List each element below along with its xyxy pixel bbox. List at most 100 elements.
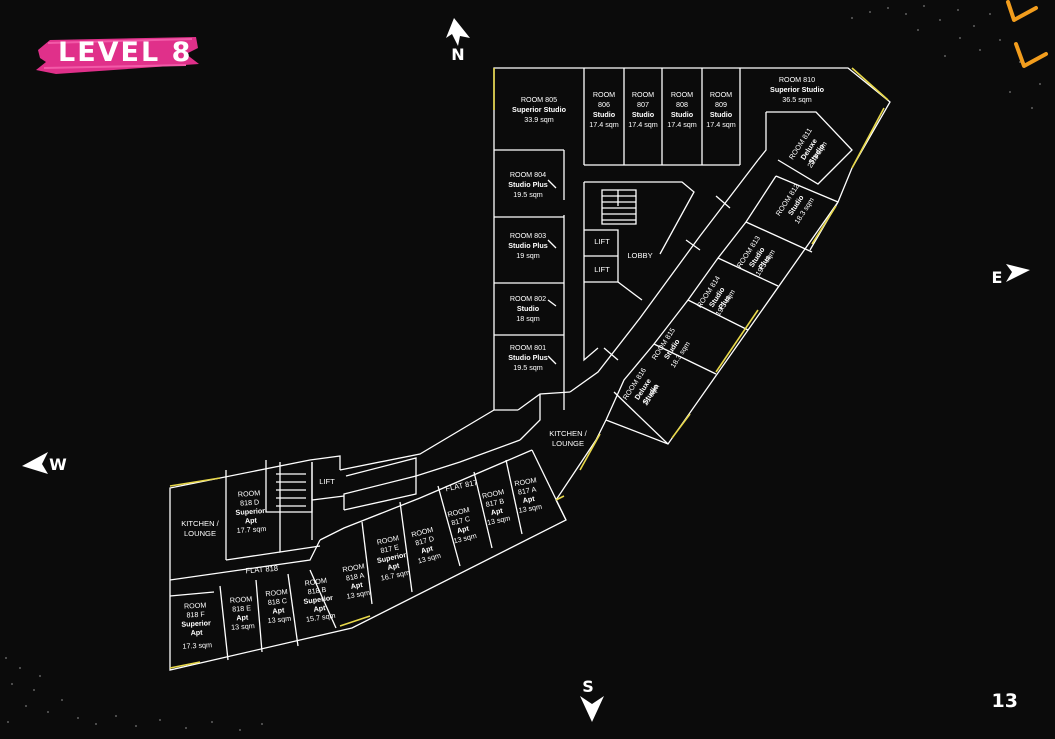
room-808-name: ROOM [671, 90, 693, 99]
room-818c-label: ROOM 818 C Apt 13 sqm [265, 587, 292, 625]
room-805-type: Superior Studio [512, 105, 567, 114]
room-labels: ROOM 805 Superior Studio 33.9 sqm ROOM 8… [181, 75, 829, 651]
page-number: 13 [991, 690, 1018, 712]
room-817c-label: ROOM 817 C Apt 13 sqm [447, 505, 478, 545]
facade-accents [169, 67, 889, 669]
room-818d-name: ROOM [238, 488, 261, 499]
room-818a-type: Apt [350, 580, 364, 591]
room-804-type: Studio Plus [508, 180, 548, 189]
compass-south: S [582, 677, 594, 696]
room-817b-type: Apt [490, 506, 504, 517]
room-817a-area: 13 sqm [518, 502, 543, 515]
room-806-name: ROOM [593, 90, 615, 99]
room-818c-num: 818 C [267, 596, 287, 607]
room-818f-name: ROOM [184, 600, 207, 610]
room-818d-area: 17.7 sqm [236, 524, 266, 535]
room-806-type: Studio [593, 110, 616, 119]
room-818e-name: ROOM [230, 594, 253, 605]
room-817a-num: 817 A [517, 485, 537, 497]
room-818a-name: ROOM [342, 561, 366, 574]
room-805-name: ROOM 805 [521, 95, 557, 104]
flat-817-label: FLAT 817 [445, 478, 479, 494]
brush-stroke [36, 37, 199, 74]
room-810-type: Superior Studio [770, 85, 825, 94]
flat-818-label: FLAT 818 [245, 564, 278, 576]
room-817b-area: 13 sqm [486, 513, 511, 527]
west-arrow-icon [22, 452, 48, 474]
room-810-name: ROOM 810 [779, 75, 815, 84]
room-817c-type: Apt [456, 523, 470, 535]
lift-label-c: LIFT [319, 477, 335, 486]
north-arrow-icon [446, 18, 470, 46]
room-810-area: 36.5 sqm [782, 95, 812, 104]
room-812-label: ROOM 812 Studio 18.3 sqm [774, 182, 816, 225]
room-817d-type: Apt [420, 543, 434, 555]
room-809-type: Studio [710, 110, 733, 119]
room-809-name: ROOM [710, 90, 732, 99]
room-818f-area: 17.3 sqm [182, 640, 212, 651]
room-801-type: Studio Plus [508, 353, 548, 362]
room-808-type: Studio [671, 110, 694, 119]
room-805-area: 33.9 sqm [524, 115, 554, 124]
compass-north: N [451, 45, 464, 64]
room-818a-area: 13 sqm [346, 588, 371, 601]
room-818d-type: SuperiorApt [235, 506, 266, 526]
room-818b-area: 15.7 sqm [305, 611, 336, 624]
lobby-label: LOBBY [627, 251, 652, 260]
room-818d-label: ROOM 818 D SuperiorApt 17.7 sqm [235, 488, 266, 535]
room-804-name: ROOM 804 [510, 170, 546, 179]
room-802-type: Studio [517, 304, 540, 313]
kitchen-east-label: KITCHEN /LOUNGE [549, 429, 587, 448]
room-818c-name: ROOM [265, 587, 288, 598]
dot-texture-top-right [851, 5, 1041, 109]
east-arrow-icon [1006, 264, 1030, 282]
room-802-area: 18 sqm [516, 314, 540, 323]
room-818b-num: 818 B [307, 585, 327, 597]
room-802-name: ROOM 802 [510, 294, 546, 303]
room-817a-name: ROOM [514, 475, 538, 488]
room-817a-label: ROOM 817 A Apt 13 sqm [514, 475, 543, 515]
room-818e-type: Apt [236, 613, 249, 623]
compass-east: E [992, 268, 1003, 287]
south-arrow-icon [580, 696, 604, 722]
room-818b-label: ROOM 818 B SuperiorApt 15.7 sqm [303, 576, 336, 624]
room-808-num: 808 [676, 100, 688, 109]
room-818f-num: 818 F [186, 610, 205, 620]
room-813-label: ROOM 813 StudioPlus 19.3 sqm [735, 234, 777, 277]
room-818b-name: ROOM [304, 576, 327, 588]
room-807-num: 807 [637, 100, 649, 109]
room-807-name: ROOM [632, 90, 654, 99]
room-817d-label: ROOM 817 D Apt 13 sqm [410, 525, 442, 566]
room-818e-num: 818 E [232, 603, 252, 613]
room-806-num: 806 [598, 100, 610, 109]
room-803-type: Studio Plus [508, 241, 548, 250]
room-817e-area: 16.7 sqm [380, 568, 411, 583]
room-817e-num: 817 E [379, 542, 399, 555]
room-817c-area: 13 sqm [452, 531, 477, 545]
room-804-area: 19.5 sqm [513, 190, 543, 199]
room-818f-type: SuperiorApt [181, 618, 212, 638]
level-title-banner: LEVEL 8 [36, 34, 200, 76]
room-817a-type: Apt [522, 494, 536, 505]
room-818c-type: Apt [272, 605, 285, 615]
room-807-type: Studio [632, 110, 655, 119]
room-808-area: 17.4 sqm [667, 120, 697, 129]
room-807-area: 17.4 sqm [628, 120, 658, 129]
room-818d-num: 818 D [240, 497, 260, 507]
compass: N E S W [22, 18, 1030, 722]
room-801-area: 19.5 sqm [513, 363, 543, 372]
room-818e-label: ROOM 818 E Apt 13 sqm [230, 594, 255, 632]
room-809-num: 809 [715, 100, 727, 109]
room-803-area: 19 sqm [516, 251, 540, 260]
room-815-label: ROOM 815 Studio 18.3 sqm [650, 326, 692, 369]
kitchen-west-label: KITCHEN /LOUNGE [181, 519, 219, 538]
room-817d-area: 13 sqm [417, 551, 442, 566]
lift-label-b: LIFT [594, 265, 610, 274]
room-818f-label: ROOM 818 F SuperiorApt 17.3 sqm [181, 600, 212, 651]
room-803-name: ROOM 803 [510, 231, 546, 240]
chevron-accent-icon [1006, 0, 1048, 68]
room-818b-type: SuperiorApt [303, 593, 335, 615]
room-818a-num: 818 A [345, 571, 365, 583]
